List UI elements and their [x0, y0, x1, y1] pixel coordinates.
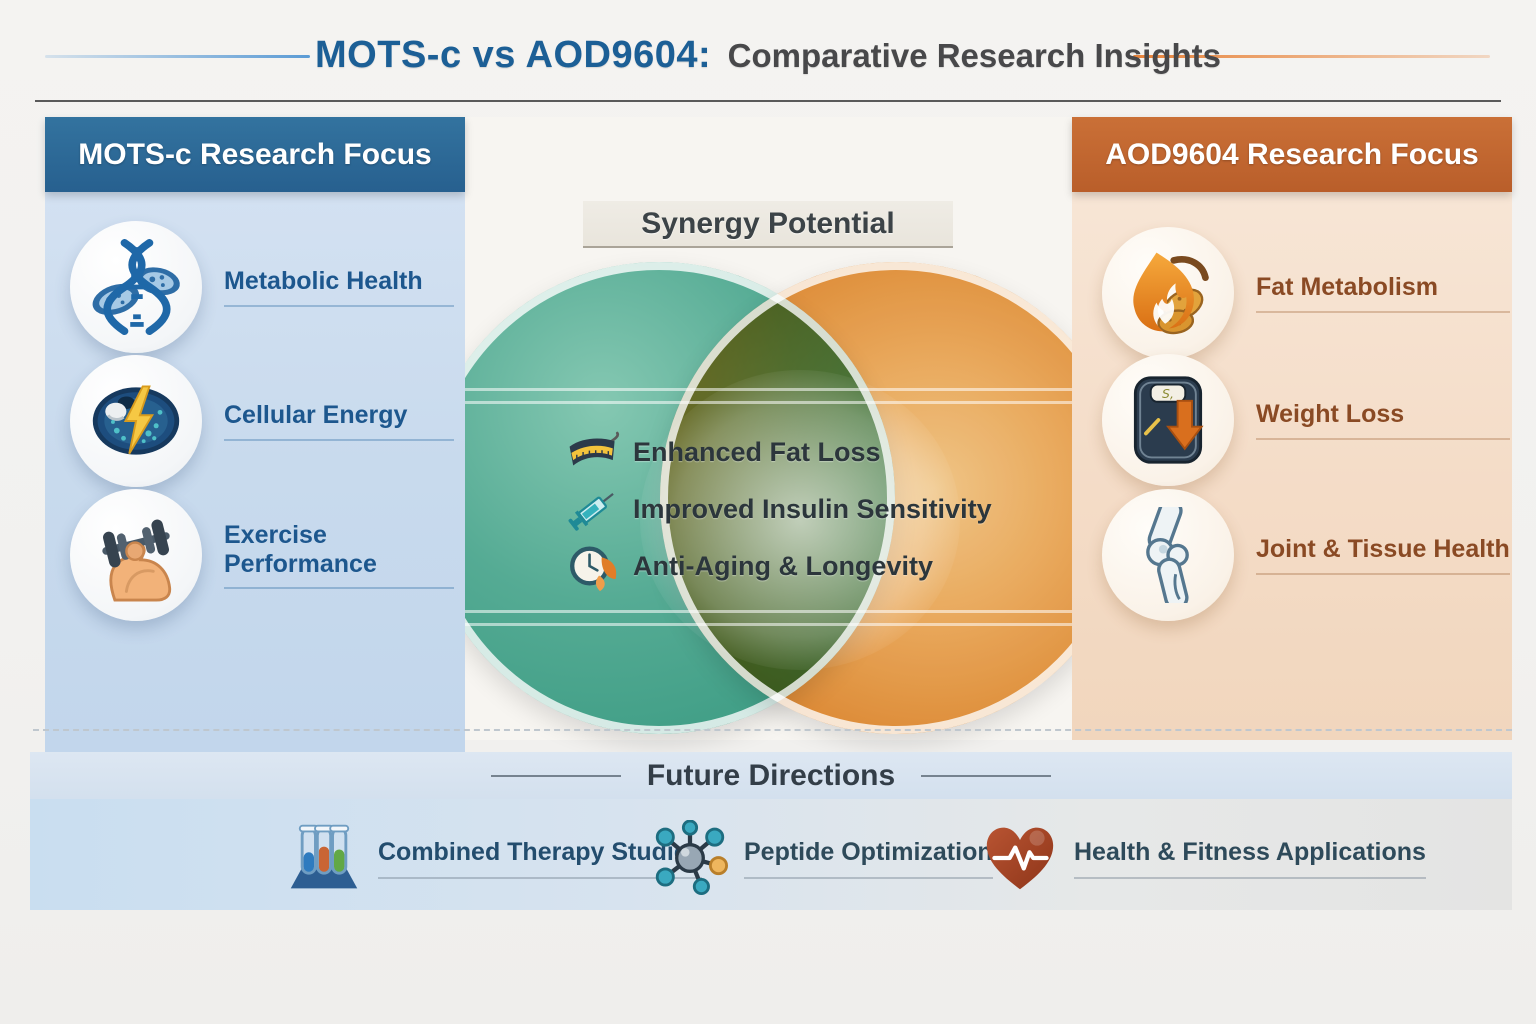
- tape-measure-icon: [565, 428, 621, 476]
- aod9604-panel: AOD9604 Research Focus: [1072, 117, 1512, 740]
- test-tubes-icon: [286, 820, 362, 896]
- future-item-label: Peptide Optimization: [744, 838, 993, 879]
- venn-center-glow: [640, 370, 960, 670]
- flame-fat-icon: [1102, 227, 1234, 359]
- panel-item-label: Weight Loss: [1256, 400, 1510, 440]
- panel-item-label: Fat Metabolism: [1256, 273, 1510, 313]
- venn-deco-line: [452, 610, 1102, 613]
- motsc-panel: MOTS-c Research Focus: [45, 117, 465, 753]
- panel-item: Joint & Tissue Health: [1102, 489, 1510, 621]
- section-dashed-divider: [33, 729, 1512, 731]
- future-item: Combined Therapy Studies: [286, 820, 702, 896]
- venn-item-label: Enhanced Fat Loss: [633, 436, 881, 467]
- panel-item: Fat Metabolism: [1102, 227, 1510, 359]
- future-dash-left: [490, 774, 621, 777]
- page-title-highlight: MOTS-c vs AOD9604:: [315, 34, 712, 76]
- venn-item: Anti-Aging & Longevity: [565, 542, 933, 592]
- venn-item-label: Anti-Aging & Longevity: [633, 550, 933, 581]
- future-items-band: [30, 799, 1512, 910]
- clock-longevity-icon: [565, 542, 621, 592]
- future-item-label: Health & Fitness Applications: [1074, 838, 1426, 879]
- dna-cell-icon: [70, 221, 202, 353]
- future-item: Peptide Optimization: [652, 820, 993, 896]
- panel-item-label: Exercise Performance: [224, 521, 454, 590]
- muscle-dumbbell-icon: [70, 489, 202, 621]
- venn-item-label: Improved Insulin Sensitivity: [633, 493, 992, 524]
- motsc-panel-header: MOTS-c Research Focus: [45, 117, 465, 192]
- svg-text:S,: S,: [1162, 386, 1174, 401]
- panel-item: Exercise Performance: [70, 489, 454, 621]
- scale-arrow-icon: S,: [1102, 354, 1234, 486]
- knee-joint-icon: [1102, 489, 1234, 621]
- synergy-header: Synergy Potential: [583, 201, 953, 248]
- aod9604-panel-header: AOD9604 Research Focus: [1072, 117, 1512, 192]
- panel-item: S, Weight Loss: [1102, 354, 1510, 486]
- future-dash-right: [921, 774, 1052, 777]
- panel-item-label: Joint & Tissue Health: [1256, 535, 1510, 575]
- future-directions-title: Future Directions: [646, 758, 896, 792]
- future-directions-band: Future Directions: [30, 752, 1512, 799]
- page-title-rest: Comparative Research Insights: [727, 37, 1221, 74]
- title-rule-right: [1133, 55, 1490, 58]
- venn-deco-line: [452, 623, 1102, 626]
- header-divider: [35, 100, 1501, 102]
- panel-item: Metabolic Health: [70, 221, 454, 353]
- panel-item-label: Metabolic Health: [224, 267, 454, 307]
- page-title: MOTS-c vs AOD9604: Comparative Research …: [0, 34, 1536, 77]
- venn-deco-line: [452, 388, 1102, 391]
- panel-item: Cellular Energy: [70, 355, 454, 487]
- venn-item: Improved Insulin Sensitivity: [565, 485, 992, 533]
- panel-item-label: Cellular Energy: [224, 401, 454, 441]
- venn-item: Enhanced Fat Loss: [565, 428, 881, 476]
- syringe-icon: [565, 485, 621, 533]
- future-item: Health & Fitness Applications: [982, 820, 1426, 896]
- heart-ekg-icon: [982, 820, 1058, 896]
- cell-lightning-icon: [70, 355, 202, 487]
- molecule-icon: [652, 820, 728, 896]
- future-item-label: Combined Therapy Studies: [378, 838, 702, 879]
- title-rule-left: [45, 55, 310, 58]
- venn-deco-line: [452, 401, 1102, 404]
